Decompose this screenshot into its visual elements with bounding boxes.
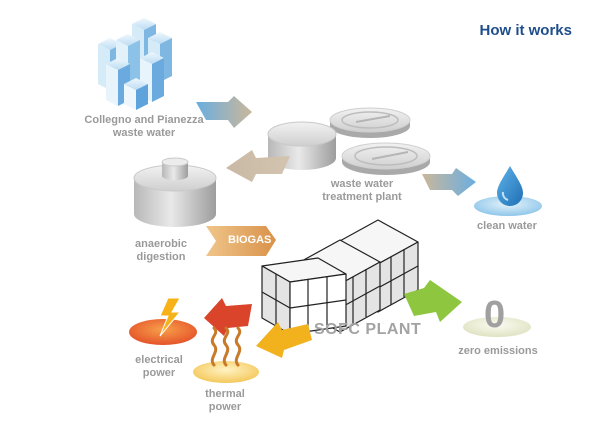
arrow-treatment-to-digestion (226, 150, 290, 182)
biogas-label: BIOGAS (228, 234, 272, 246)
treatment-label: waste water treatment plant (322, 178, 402, 203)
arrow-sofc-to-emissions (404, 280, 462, 322)
electrical-power-label: electrical power (135, 354, 183, 379)
arrow-biogas-to-sofc (206, 226, 276, 256)
zero-emissions-disc (463, 317, 531, 337)
arrow-treatment-to-clean-water (422, 168, 476, 196)
water-drop-icon (474, 166, 542, 216)
thermal-power-label: thermal power (205, 388, 245, 413)
clean-water-label: clean water (477, 220, 537, 232)
digestion-label: anaerobic digestion (135, 238, 187, 263)
buildings-icon (98, 18, 172, 110)
fuel-cell-plant-icon (261, 219, 419, 335)
heat-waves-icon (193, 326, 259, 383)
arrow-sofc-to-electrical (204, 298, 252, 336)
zero-value: 0 (484, 294, 506, 336)
water-treatment-tanks-icon (267, 107, 431, 175)
anaerobic-digester-icon (133, 157, 217, 227)
arrow-wastewater-to-treatment (196, 96, 252, 128)
sofc-plant-label: SOFC PLANT (314, 321, 422, 338)
lightning-icon (129, 297, 197, 345)
zero-emissions-label: zero emissions (458, 345, 538, 357)
arrow-sofc-to-thermal (256, 322, 312, 358)
page-title: How it works (479, 22, 572, 39)
source-label: Collegno and Pianezza waste water (84, 114, 204, 139)
